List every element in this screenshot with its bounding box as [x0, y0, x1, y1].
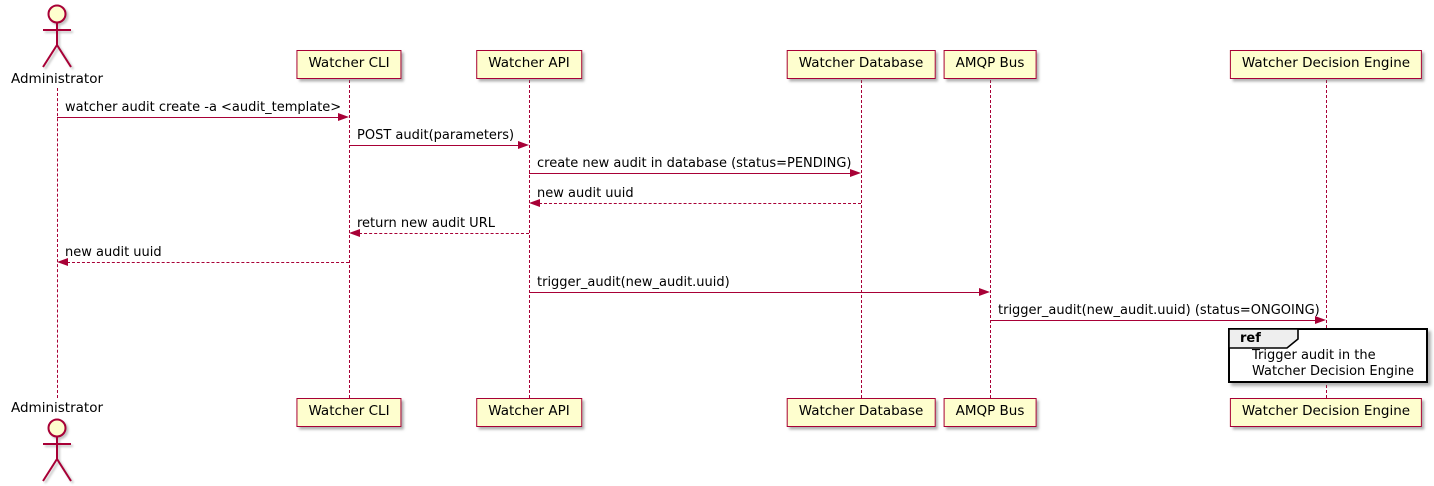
- message-label-5: return new audit URL: [357, 216, 495, 231]
- lifeline-watcher-decision-engine: [1326, 80, 1327, 398]
- actor-head: [47, 418, 67, 438]
- actor-leg-right: [56, 44, 72, 68]
- message-arrowhead-5: [349, 229, 360, 237]
- message-label-7: trigger_audit(new_audit.uuid): [537, 275, 730, 290]
- message-arrowhead-3: [850, 169, 861, 177]
- message-line-5: [359, 233, 529, 234]
- lifeline-watcher-database: [861, 80, 862, 398]
- message-line-3: [529, 173, 851, 174]
- message-line-1: [57, 117, 339, 118]
- message-line-4: [539, 203, 861, 204]
- lifeline-watcher-api: [529, 80, 530, 398]
- actor-label-bottom-administrator: Administrator: [10, 400, 104, 416]
- message-label-3: create new audit in database (status=PEN…: [537, 156, 852, 171]
- lifeline-watcher-cli: [349, 80, 350, 398]
- message-arrowhead-4: [529, 199, 540, 207]
- message-arrowhead-8: [1315, 316, 1326, 324]
- actor-label-top-administrator: Administrator: [10, 71, 104, 87]
- message-line-2: [349, 145, 519, 146]
- participant-top-watcher-cli: Watcher CLI: [296, 50, 402, 79]
- participant-top-watcher-decision-engine: Watcher Decision Engine: [1229, 50, 1423, 79]
- message-label-8: trigger_audit(new_audit.uuid) (status=ON…: [998, 303, 1320, 318]
- participant-top-amqp-bus: AMQP Bus: [943, 50, 1037, 79]
- actor-figure-bottom: [42, 418, 72, 482]
- ref-body: Trigger audit in the Watcher Decision En…: [1252, 348, 1414, 380]
- participant-bottom-watcher-api: Watcher API: [476, 398, 582, 427]
- ref-keyword: ref: [1240, 331, 1261, 346]
- message-line-8: [990, 320, 1316, 321]
- actor-leg-right: [56, 458, 72, 482]
- participant-bottom-watcher-cli: Watcher CLI: [296, 398, 402, 427]
- message-label-2: POST audit(parameters): [357, 128, 515, 143]
- participant-bottom-watcher-decision-engine: Watcher Decision Engine: [1229, 398, 1423, 427]
- actor-figure-top: [42, 4, 72, 68]
- ref-fragment: ref Trigger audit in the Watcher Decisio…: [1228, 328, 1428, 383]
- message-arrowhead-1: [338, 113, 349, 121]
- ref-header-shape: [1228, 328, 1299, 349]
- message-line-7: [529, 292, 980, 293]
- lifeline-administrator: [57, 88, 58, 398]
- actor-leg-left: [42, 44, 58, 68]
- participant-top-watcher-api: Watcher API: [476, 50, 582, 79]
- ref-text-line-1: Trigger audit in the: [1252, 348, 1376, 363]
- actor-leg-left: [42, 458, 58, 482]
- participant-top-watcher-database: Watcher Database: [786, 50, 936, 79]
- participant-bottom-watcher-database: Watcher Database: [786, 398, 936, 427]
- participant-bottom-amqp-bus: AMQP Bus: [943, 398, 1037, 427]
- message-label-6: new audit uuid: [65, 245, 162, 260]
- lifeline-amqp-bus: [990, 80, 991, 398]
- actor-head: [47, 4, 67, 24]
- message-arrowhead-2: [518, 141, 529, 149]
- message-line-6: [67, 262, 349, 263]
- message-arrowhead-6: [57, 258, 68, 266]
- message-label-4: new audit uuid: [537, 186, 634, 201]
- message-label-1: watcher audit create -a <audit_template>: [65, 100, 342, 115]
- ref-text-line-2: Watcher Decision Engine: [1252, 364, 1414, 379]
- message-arrowhead-7: [979, 288, 990, 296]
